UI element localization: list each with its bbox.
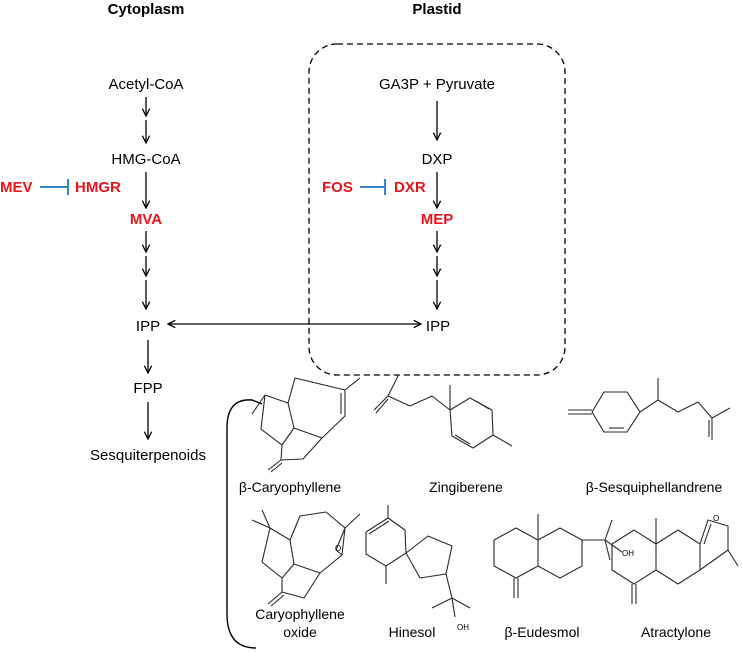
beta-eudesmol-name: β-Eudesmol: [505, 624, 580, 640]
beta-caryophyllene-name: β-Caryophyllene: [239, 479, 341, 495]
hinesol-name: Hinesol: [389, 624, 436, 640]
beta-sesquiphellandrene-name: β-Sesquiphellandrene: [586, 479, 723, 495]
beta-caryophyllene-structure: [251, 377, 361, 473]
dxr-enzyme-label: DXR: [394, 179, 426, 196]
compound-group-bracket: [226, 399, 263, 649]
sesquiterpenoids-label: Sesquiterpenoids: [90, 447, 206, 464]
mep-label: MEP: [421, 211, 454, 228]
hmg-coa-label: HMG-CoA: [111, 151, 180, 168]
beta-sesquiphellandrene-structure: [568, 378, 731, 440]
acetyl-coa-label: Acetyl-CoA: [108, 76, 183, 93]
atractylone-oxygen: O: [713, 514, 719, 523]
plastid-ipp-label: IPP: [426, 318, 450, 335]
ga3p-pyruvate-label: GA3P + Pyruvate: [379, 76, 495, 93]
cytoplasm-header: Cytoplasm: [108, 1, 185, 18]
caryophyllene-oxide-name-line2: oxide: [283, 624, 317, 640]
fos-inhibition-symbol: [360, 179, 386, 195]
caryophyllene-oxide-name-line1: Caryophyllene: [255, 606, 345, 622]
mev-inhibitor-label: MEV: [0, 179, 33, 196]
atractylone-name: Atractylone: [641, 624, 711, 640]
mva-label: MVA: [130, 211, 162, 228]
dxp-label: DXP: [422, 151, 453, 168]
plastid-compartment-box: [308, 43, 566, 376]
mev-inhibition-symbol: [40, 179, 69, 195]
hmgr-enzyme-label: HMGR: [75, 179, 121, 196]
caryophyllene-oxide-structure: [251, 509, 361, 607]
zingiberene-structure: [373, 375, 513, 449]
cytoplasm-pathway-arrows: [146, 97, 148, 439]
hinesol-hydroxyl: OH: [457, 623, 469, 632]
plastid-header: Plastid: [412, 1, 461, 18]
cytoplasm-ipp-label: IPP: [136, 318, 160, 335]
fos-inhibitor-label: FOS: [322, 179, 353, 196]
atractylone-structure: [611, 518, 739, 604]
fpp-label: FPP: [133, 380, 162, 397]
zingiberene-name: Zingiberene: [429, 479, 503, 495]
beta-eudesmol-structure: [493, 514, 623, 598]
caryophyllene-oxide-oxygen: O: [335, 544, 341, 553]
beta-eudesmol-hydroxyl: OH: [622, 549, 634, 558]
hinesol-structure: [365, 505, 471, 618]
